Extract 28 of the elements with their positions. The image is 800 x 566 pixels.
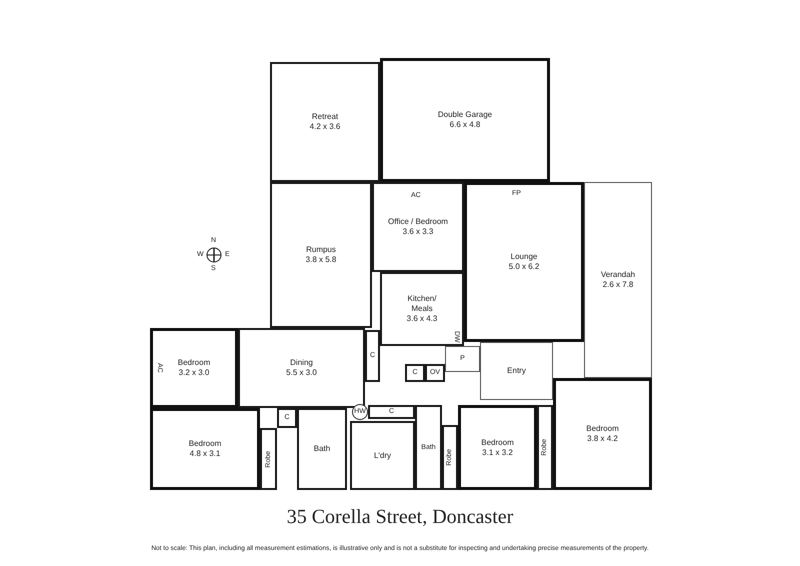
room-dimensions: 6.6 x 4.8	[450, 120, 480, 130]
room-dimensions: 4.8 x 3.1	[190, 449, 220, 459]
room-name: Lounge	[510, 252, 538, 262]
room-name: Bedroom	[586, 424, 619, 434]
room-name: L'dry	[374, 450, 392, 460]
room-dimensions: 3.2 x 3.0	[178, 368, 210, 378]
room-name: Bedroom	[178, 358, 210, 368]
address-title: 35 Corella Street, Doncaster	[286, 506, 514, 529]
room-name: Entry	[507, 366, 526, 376]
room-dimensions: 4.2 x 3.6	[310, 122, 340, 132]
room-name: Rumpus	[306, 245, 336, 255]
room-dimensions: 3.8 x 4.2	[587, 434, 618, 444]
room-name: Verandah	[600, 270, 636, 280]
room-dimensions: 3.1 x 3.2	[482, 448, 513, 458]
room-dimensions: 3.6 x 4.3	[406, 314, 438, 324]
room-name: Bedroom	[188, 439, 222, 449]
room-name: Retreat	[312, 112, 338, 122]
room-name: Kitchen/ Meals	[406, 294, 438, 314]
room-name: Bedroom	[481, 438, 514, 448]
room-name: Double Garage	[438, 110, 492, 120]
room-name: Bath	[314, 444, 330, 454]
room-dimensions: 3.6 x 3.3	[402, 227, 434, 237]
room-dimensions: 5.0 x 6.2	[508, 262, 540, 272]
room-name: Dining	[290, 358, 313, 368]
room-name: Office / Bedroom	[388, 217, 448, 227]
room-dimensions: 2.6 x 7.8	[602, 280, 634, 290]
room-dimensions: 5.5 x 3.0	[286, 368, 317, 378]
room-dimensions: 3.8 x 5.8	[306, 255, 336, 265]
